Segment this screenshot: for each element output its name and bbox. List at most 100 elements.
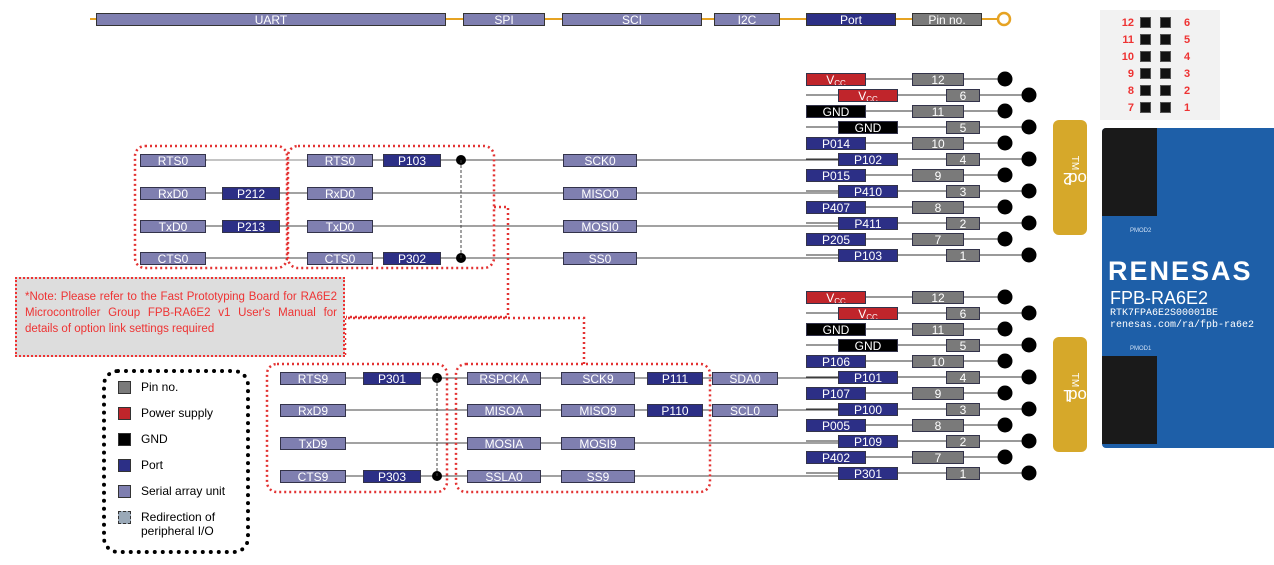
pmod1-pin-dot [1021, 305, 1037, 321]
legend-item: GND [118, 432, 168, 446]
pmod2-pin-dot [1021, 183, 1037, 199]
pin-map-right-number: 3 [1184, 68, 1191, 80]
pin-map-left-number: 10 [1121, 51, 1134, 63]
pmod2-signal-8: P407 [806, 201, 866, 214]
upper-spi-ss0: SS0 [563, 252, 637, 265]
note-leader-lower [343, 316, 586, 364]
pin-map-right-number: 4 [1184, 51, 1191, 63]
header-spi: SPI [463, 13, 545, 27]
header-sci: SCI [562, 13, 702, 27]
pmod2-pin-9: 9 [912, 169, 964, 182]
pmod2-pin-dot [997, 231, 1013, 247]
pin-square-icon [1160, 68, 1171, 79]
header-port: Port [806, 13, 896, 27]
pmod2-pin-3: 3 [946, 185, 980, 198]
lower-sci-port-p110: P110 [647, 404, 703, 417]
legend-item: Pin no. [118, 380, 178, 394]
upper-sci-port-p302: P302 [383, 252, 441, 265]
upper-uart-redirection-box [133, 144, 289, 270]
pin-square-icon [1140, 51, 1151, 62]
upper-sci-redirection-box [286, 144, 496, 270]
pmod2-pin-dot [997, 167, 1013, 183]
lower-uart-txd9: TxD9 [280, 437, 346, 450]
pmod2-pin-6: 6 [946, 89, 980, 102]
pmod1-pin-dot [997, 289, 1013, 305]
pin-map-right-number: 6 [1184, 17, 1191, 29]
pmod1-pin-1: 1 [946, 467, 980, 480]
pin-square-icon [1140, 34, 1151, 45]
legend-label: Serial array unit [141, 484, 226, 498]
pmod1-pin-9: 9 [912, 387, 964, 400]
pin-square-icon [1140, 85, 1151, 96]
lower-sci-mosi9: MOSI9 [561, 437, 635, 450]
lower-uart-cts9: CTS9 [280, 470, 346, 483]
pmod1-signal-11: GND [806, 323, 866, 336]
pmod1-pin-10: 10 [912, 355, 964, 368]
option-link-note: *Note: Please refer to the Fast Prototyp… [15, 277, 345, 357]
pmod1-pin-dot [1021, 433, 1037, 449]
board-pmod-bottom-label: PMOD1 [1130, 346, 1152, 352]
pmod1-signal-8: P005 [806, 419, 866, 432]
pmod2-signal-4: P102 [838, 153, 898, 166]
upper-sci-rts0: RTS0 [307, 154, 373, 167]
lower-i2c-scl0: SCL0 [712, 404, 778, 417]
pmod2-signal-12: VCC [806, 73, 866, 86]
pmod1-pin-7: 7 [912, 451, 964, 464]
pmod2-pin-dot [1021, 87, 1037, 103]
lower-uart-port-p303: P303 [363, 470, 421, 483]
lower-uart-rxd9: RxD9 [280, 404, 346, 417]
pin-square-icon [1160, 102, 1171, 113]
pin-map-row: 10 4 [1100, 50, 1220, 64]
pmod1-signal-6: VCC [838, 307, 898, 320]
pmod2-pin-dot [1021, 247, 1037, 263]
upper-sci-port-p103: P103 [383, 154, 441, 167]
lower-uart-port-p301: P301 [363, 372, 421, 385]
legend-swatch [118, 381, 131, 394]
pmod1-pin-4: 4 [946, 371, 980, 384]
legend-label: Redirection of peripheral I/O [141, 510, 216, 538]
pmod1-signal-10: P106 [806, 355, 866, 368]
upper-uart-rts0: RTS0 [140, 154, 206, 167]
pmod1-pin-dot [997, 385, 1013, 401]
pin-square-icon [1160, 85, 1171, 96]
upper-spi-miso0: MISO0 [563, 187, 637, 200]
pin-map-left-number: 12 [1121, 17, 1134, 29]
board-brand-logo: RENESAS [1108, 256, 1253, 286]
lower-sci-miso9: MISO9 [561, 404, 635, 417]
pmod1-pin-6: 6 [946, 307, 980, 320]
pmod1-signal-9: P107 [806, 387, 866, 400]
lower-sci-port-p111: P111 [647, 372, 703, 385]
header-end-circle [996, 11, 1012, 27]
upper-uart-port-p213: P213 [222, 220, 280, 233]
pin-map-row: 12 6 [1100, 16, 1220, 30]
pmod1-pin-dot [997, 321, 1013, 337]
upper-sci-cts0: CTS0 [307, 252, 373, 265]
board-model: FPB-RA6E2 [1110, 288, 1209, 308]
pin-square-icon [1160, 34, 1171, 45]
pmod2-signal-5: GND [838, 121, 898, 134]
lower-sci-ss9: SS9 [561, 470, 635, 483]
pmod1-pin-dot [997, 449, 1013, 465]
pmod2-pin-5: 5 [946, 121, 980, 134]
lower-spi-mosia: MOSIA [467, 437, 541, 450]
pmod2-pin-11: 11 [912, 105, 964, 118]
pmod1-pin-11: 11 [912, 323, 964, 336]
header-uart: UART [96, 13, 446, 27]
lower-uart-redirection-box [265, 362, 449, 494]
pin-map-left-number: 8 [1127, 85, 1134, 97]
pmod1-signal-12: VCC [806, 291, 866, 304]
legend-label: Power supply [141, 406, 214, 420]
pmod2-pin-dot [1021, 119, 1037, 135]
legend-item: Redirection of peripheral I/O [118, 510, 241, 538]
legend-label: Port [141, 458, 164, 472]
pmod2-pin-dot [997, 135, 1013, 151]
pmod1-pin-dot [997, 417, 1013, 433]
lower-i2c-sda0: SDA0 [712, 372, 778, 385]
lower-spi-ssla0: SSLA0 [467, 470, 541, 483]
legend-label: Pin no. [141, 380, 179, 394]
pmod2-pin-12: 12 [912, 73, 964, 86]
